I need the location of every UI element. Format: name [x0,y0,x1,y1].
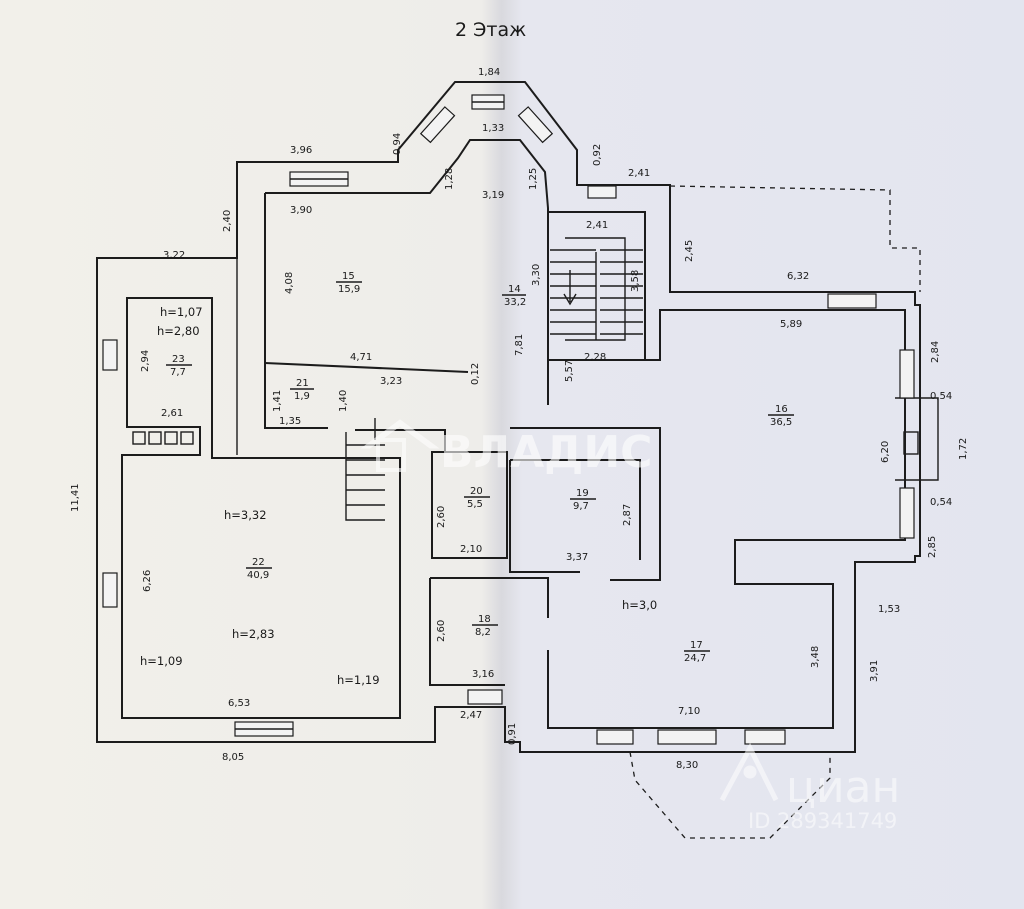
room-area: 5,5 [467,499,483,510]
dim-label: 2,84 [930,341,941,363]
dim-label: 1,33 [482,123,504,134]
dim-label: 2,45 [684,240,695,262]
dim-label: 8,05 [222,752,244,763]
house-logo-icon [360,419,440,472]
ceiling-height-label: h=1,19 [337,673,380,687]
dim-label: 3,91 [869,660,880,682]
room-number: 14 [508,284,521,295]
balcony-top-right [669,185,921,292]
dim-label: 5,89 [780,319,802,330]
dim-label: 4,71 [350,352,372,363]
ceiling-height-label: h=3,0 [622,598,657,612]
dim-label: 3,48 [810,646,821,668]
dim-label: 2,47 [460,710,482,721]
ceiling-height-label: h=1,07 [160,305,203,319]
room-area: 36,5 [770,417,792,428]
dim-label: 6,53 [228,698,250,709]
dim-label: 1,72 [958,438,969,460]
room-number: 15 [342,271,355,282]
dim-label: 6,26 [142,570,153,592]
dim-label: 2,60 [436,620,447,642]
dim-label: 7,81 [514,334,525,356]
dim-label: 2,28 [584,352,606,363]
dim-label: 2,40 [222,210,233,232]
ceiling-height-label: h=2,83 [232,627,275,641]
dim-label: 4,08 [284,272,295,294]
room-number: 16 [775,404,788,415]
dim-label: 1,40 [338,390,349,412]
dim-label: 3,30 [531,264,542,286]
dim-label: 3,23 [380,376,402,387]
dim-label: 2,61 [161,408,183,419]
dim-label: 7,10 [678,706,700,717]
dim-label: 8,30 [676,760,698,771]
dim-label: 3,90 [290,205,312,216]
dim-label: 2,41 [628,168,650,179]
dim-label: 2,41 [586,220,608,231]
room-area: 15,9 [338,284,360,295]
room-area: 9,7 [573,501,589,512]
room-number: 19 [576,488,589,499]
dim-label: 0,94 [392,133,403,155]
room-number: 22 [252,557,265,568]
windows [102,94,915,745]
room-area: 40,9 [247,570,269,581]
room-number: 17 [690,640,703,651]
height-labels: h=1,07 h=2,80 h=3,32 h=2,83 h=1,09 h=1,1… [140,305,657,687]
ceiling-height-label: h=1,09 [140,654,183,668]
dim-label: 0,91 [507,723,518,745]
room-number: 18 [478,614,491,625]
cian-text: циан [786,762,900,813]
cian-watermark: циан ID 289341749 [719,742,900,833]
dim-label: 0,92 [592,144,603,166]
dim-label: 3,16 [472,669,494,680]
room-labels: 15 15,9 14 33,2 16 36,5 23 7,7 21 1,9 20… [166,271,794,664]
room-area: 8,2 [475,627,491,638]
dim-label: 6,20 [880,441,891,463]
dim-label: 3,22 [163,250,185,261]
dim-label: 0,54 [930,497,952,508]
cian-id-text: ID 289341749 [748,809,897,833]
ceiling-height-label: h=3,32 [224,508,267,522]
walls [96,81,939,753]
dim-label: 2,60 [436,506,447,528]
dim-label: 2,87 [622,504,633,526]
dim-label: 2,94 [140,350,151,372]
room-area: 33,2 [504,297,526,308]
bay-window-bottom [629,751,831,839]
dim-label: 1,25 [528,168,539,190]
dim-label: 1,84 [478,67,500,78]
cian-logo-icon [719,742,779,802]
staircase-main [550,237,643,341]
dim-label: 6,32 [787,271,809,282]
radiator-squares [132,431,194,445]
dim-label: 5,57 [564,360,575,382]
dim-label: 11,41 [70,483,81,512]
dim-label: 1,53 [878,604,900,615]
dim-label: 3,37 [566,552,588,563]
dim-label: 0,12 [470,363,481,385]
dim-label: 3,19 [482,190,504,201]
vladis-text: ВЛАДИС [440,427,652,478]
room-area: 1,9 [294,391,310,402]
room-number: 23 [172,354,185,365]
ceiling-height-label: h=2,80 [157,324,200,338]
dim-label: 3,96 [290,145,312,156]
vladis-watermark: ВЛАДИС [360,419,652,478]
floor-title: 2 Этаж [455,19,526,41]
room-area: 24,7 [684,653,706,664]
room-number: 21 [296,378,309,389]
dim-label: 1,35 [279,416,301,427]
dim-label: 2,85 [927,536,938,558]
dimension-labels: 1,84 1,33 0,94 0,92 3,96 3,90 1,28 3,19 … [70,67,969,771]
dim-label: 0,54 [930,391,952,402]
dim-label: 1,41 [272,390,283,412]
room-area: 7,7 [170,367,186,378]
dim-label: 1,28 [444,168,455,190]
dim-label: 2,10 [460,544,482,555]
room-number: 20 [470,486,483,497]
dim-label: 3,58 [630,270,641,292]
